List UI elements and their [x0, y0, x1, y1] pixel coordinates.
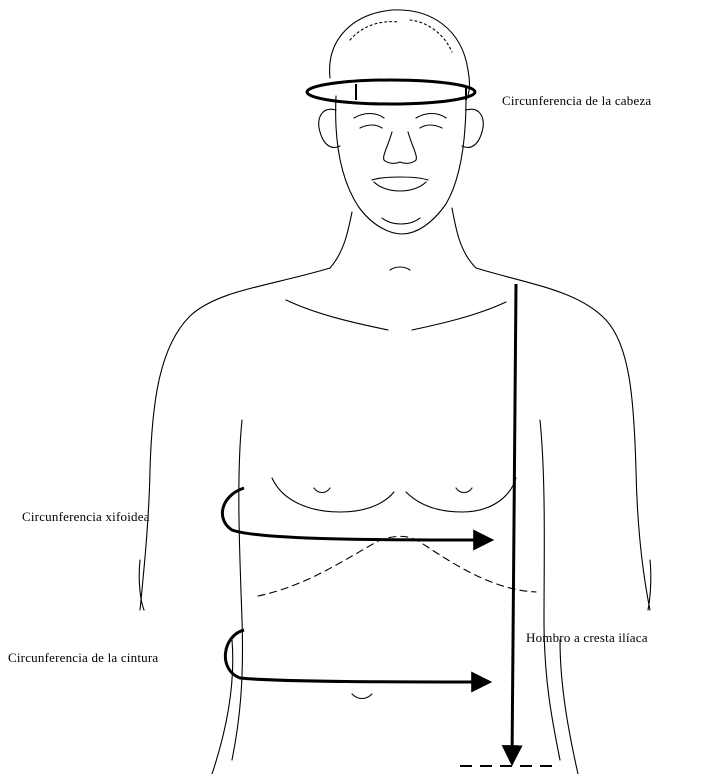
label-head-circumference: Circunferencia de la cabeza [502, 93, 651, 109]
rib-line [258, 536, 536, 596]
label-xiphoid-circumference: Circunferencia xifoidea [22, 509, 150, 525]
torso-right [540, 420, 560, 760]
left-arm-line [139, 560, 144, 610]
neck-left [330, 212, 352, 268]
right-shoulder [476, 268, 650, 610]
left-clavicle [286, 300, 388, 330]
right-pectoral [406, 478, 516, 512]
adams-apple [390, 267, 410, 270]
right-eyebrow [416, 114, 446, 119]
label-waist-circumference: Circunferencia de la cintura [8, 650, 158, 666]
nose [384, 132, 417, 163]
neck-right [452, 208, 476, 268]
mouth-lower [374, 182, 426, 191]
label-shoulder-to-iliac-crest: Hombro a cresta ilíaca [526, 630, 648, 646]
navel [352, 694, 372, 699]
right-clavicle [412, 302, 506, 330]
hair-texture [350, 20, 452, 52]
right-nipple [456, 488, 472, 493]
xiphoid-circumference-arrow [222, 488, 490, 540]
left-pectoral [272, 478, 394, 512]
waist-circumference-arrow [225, 630, 488, 682]
right-arm-inner [560, 640, 578, 774]
left-eyebrow [354, 114, 384, 119]
right-eye [420, 125, 442, 128]
left-shoulder [140, 268, 330, 610]
shoulder-to-iliac-crest-arrow [512, 284, 516, 762]
left-eye [360, 125, 382, 128]
torso-left [232, 420, 243, 760]
head-circumference-band [307, 80, 475, 104]
chin [382, 218, 420, 224]
mouth-upper [372, 177, 428, 180]
left-arm-inner [212, 640, 233, 774]
left-nipple [314, 488, 330, 493]
